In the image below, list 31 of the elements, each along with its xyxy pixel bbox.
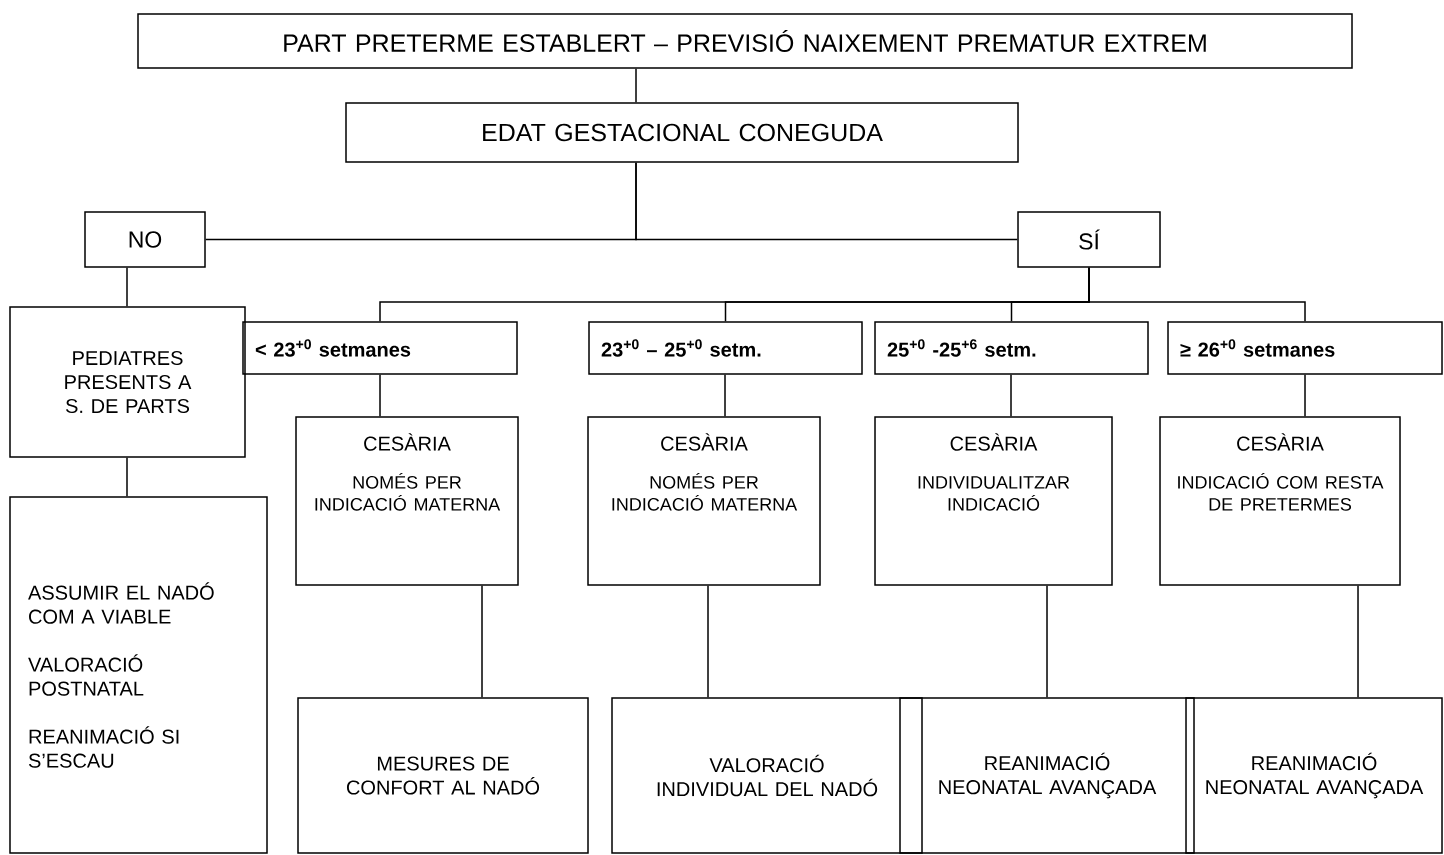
outcome-box: REANIMACIÓ NEONATAL AVANÇADA	[899, 697, 1195, 854]
connector-line	[635, 68, 637, 103]
process-box: CESÀRIA INDICACIÓ COM RESTA DE PRETERMES	[1159, 416, 1401, 586]
answer-box: SÍ	[1017, 211, 1161, 268]
outcome-box: REANIMACIÓ NEONATAL AVANÇADA	[1185, 697, 1443, 854]
process-box: CESÀRIA INDIVIDUALITZAR INDICACIÓ	[874, 416, 1113, 586]
question-box: EDAT GESTACIONAL CONEGUDA	[345, 102, 1019, 163]
age-range-box: ≥ 26$^{+0}$ setmanes	[1167, 321, 1443, 375]
connector-line	[1304, 374, 1306, 417]
process-box: PEDIATRES PRESENTS A S. DE PARTS	[9, 306, 246, 458]
age-range-box: < 23$^{+0}$ setmanes	[242, 321, 518, 375]
connector-line	[1357, 585, 1359, 698]
age-range-box: 25$^{+0}$ -25$^{+6}$ setm.	[874, 321, 1149, 375]
connector-line	[126, 267, 128, 307]
process-box: ASSUMIR EL NADÓ COM A VIABLE VALORACIÓ POSTNATAL REANIMACIÓ SI S’ESCAU	[9, 496, 268, 854]
process-box: CESÀRIA NOMÉS PER INDICACIÓ MATERNA	[295, 416, 519, 586]
connector-line	[1010, 374, 1012, 417]
connector-line	[635, 162, 1018, 241]
connector-line	[379, 374, 381, 417]
title-box: PART PRETERME ESTABLERT – PREVISIÓ NAIXEMENT PREMATUR EXTREM	[137, 13, 1353, 69]
connector-line	[481, 585, 483, 698]
connector-line	[707, 585, 709, 698]
connector-line	[126, 457, 128, 497]
connector-line	[1088, 267, 1306, 322]
connector-line	[1046, 585, 1048, 698]
outcome-box: VALORACIÓ INDIVIDUAL DEL NADÓ	[611, 697, 923, 854]
age-range-box: 23$^{+0}$ – 25$^{+0}$ setm.	[588, 321, 863, 375]
outcome-box: MESURES DE CONFORT AL NADÓ	[297, 697, 589, 854]
connector-line	[724, 374, 726, 417]
answer-box: NO	[84, 211, 206, 268]
process-box: CESÀRIA NOMÉS PER INDICACIÓ MATERNA	[587, 416, 821, 586]
